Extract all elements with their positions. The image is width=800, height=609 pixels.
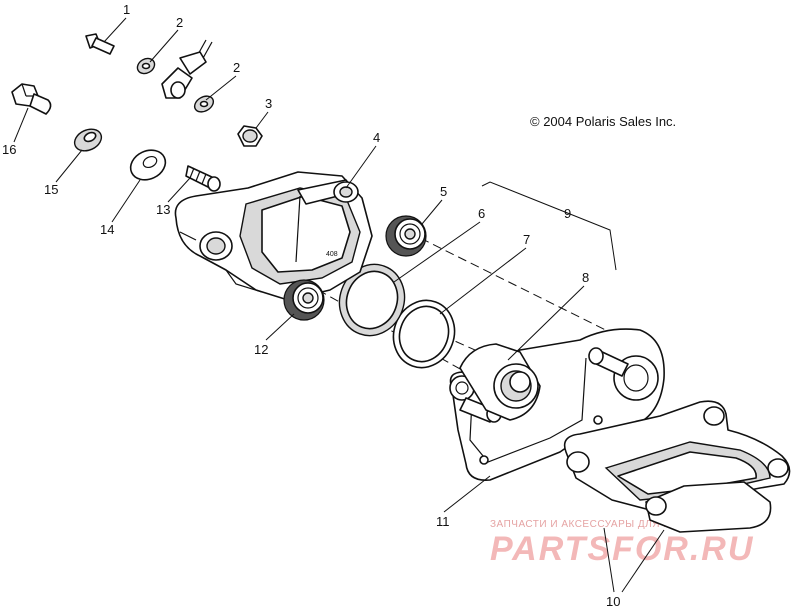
- part-8-piston: [459, 343, 541, 421]
- part-4-caliper-body: 408: [174, 171, 373, 301]
- callout-6: 6: [478, 206, 485, 221]
- callouts: 1 2 2 3 4 5 6 7 8 9 10 11 12 13 14 15 16: [2, 2, 620, 609]
- leader-lines: [13, 17, 665, 593]
- part-stamp: 408: [326, 251, 338, 258]
- part-10-brake-pads: [563, 400, 791, 533]
- part-12-boot: [283, 279, 325, 321]
- part-7-seal-ring: [392, 299, 456, 369]
- callout-8: 8: [582, 270, 589, 285]
- part-13-bleeder-screw: [185, 165, 221, 192]
- part-15-washer: [73, 128, 103, 152]
- part-3-plug: [237, 125, 263, 147]
- callout-14: 14: [100, 222, 114, 237]
- callout-2b: 2: [233, 60, 240, 75]
- callout-1: 1: [123, 2, 130, 17]
- callout-10: 10: [606, 594, 620, 609]
- callout-5: 5: [440, 184, 447, 199]
- callout-7: 7: [523, 232, 530, 247]
- part-2-washer-top: [136, 57, 156, 75]
- callout-16: 16: [2, 142, 16, 157]
- part-2-washer-lower: [193, 95, 215, 113]
- callout-13: 13: [156, 202, 170, 217]
- group-bracket-9: [481, 181, 617, 271]
- brake-line-fitting: [161, 39, 213, 99]
- watermark-brand: PARTSFOR.RU: [490, 530, 754, 568]
- watermark-tagline: ЗАПЧАСТИ И АКСЕССУАРЫ ДЛЯ МОТОТЕХНИКИ: [490, 519, 745, 530]
- callout-4: 4: [373, 130, 380, 145]
- callout-9: 9: [564, 206, 571, 221]
- callout-3: 3: [265, 96, 272, 111]
- callout-12: 12: [254, 342, 268, 357]
- callout-2a: 2: [176, 15, 183, 30]
- part-14-washer: [129, 149, 167, 181]
- part-16-hex-bolt: [11, 83, 52, 115]
- copyright-text: © 2004 Polaris Sales Inc.: [530, 114, 676, 129]
- part-5-boot: [385, 215, 427, 257]
- callout-11: 11: [436, 514, 450, 529]
- part-1-banjo-bolt: [85, 33, 115, 55]
- part-6-dust-seal: [338, 263, 406, 337]
- watermark: ЗАПЧАСТИ И АКСЕССУАРЫ ДЛЯ МОТОТЕХНИКИ PA…: [490, 519, 754, 568]
- callout-15: 15: [44, 182, 58, 197]
